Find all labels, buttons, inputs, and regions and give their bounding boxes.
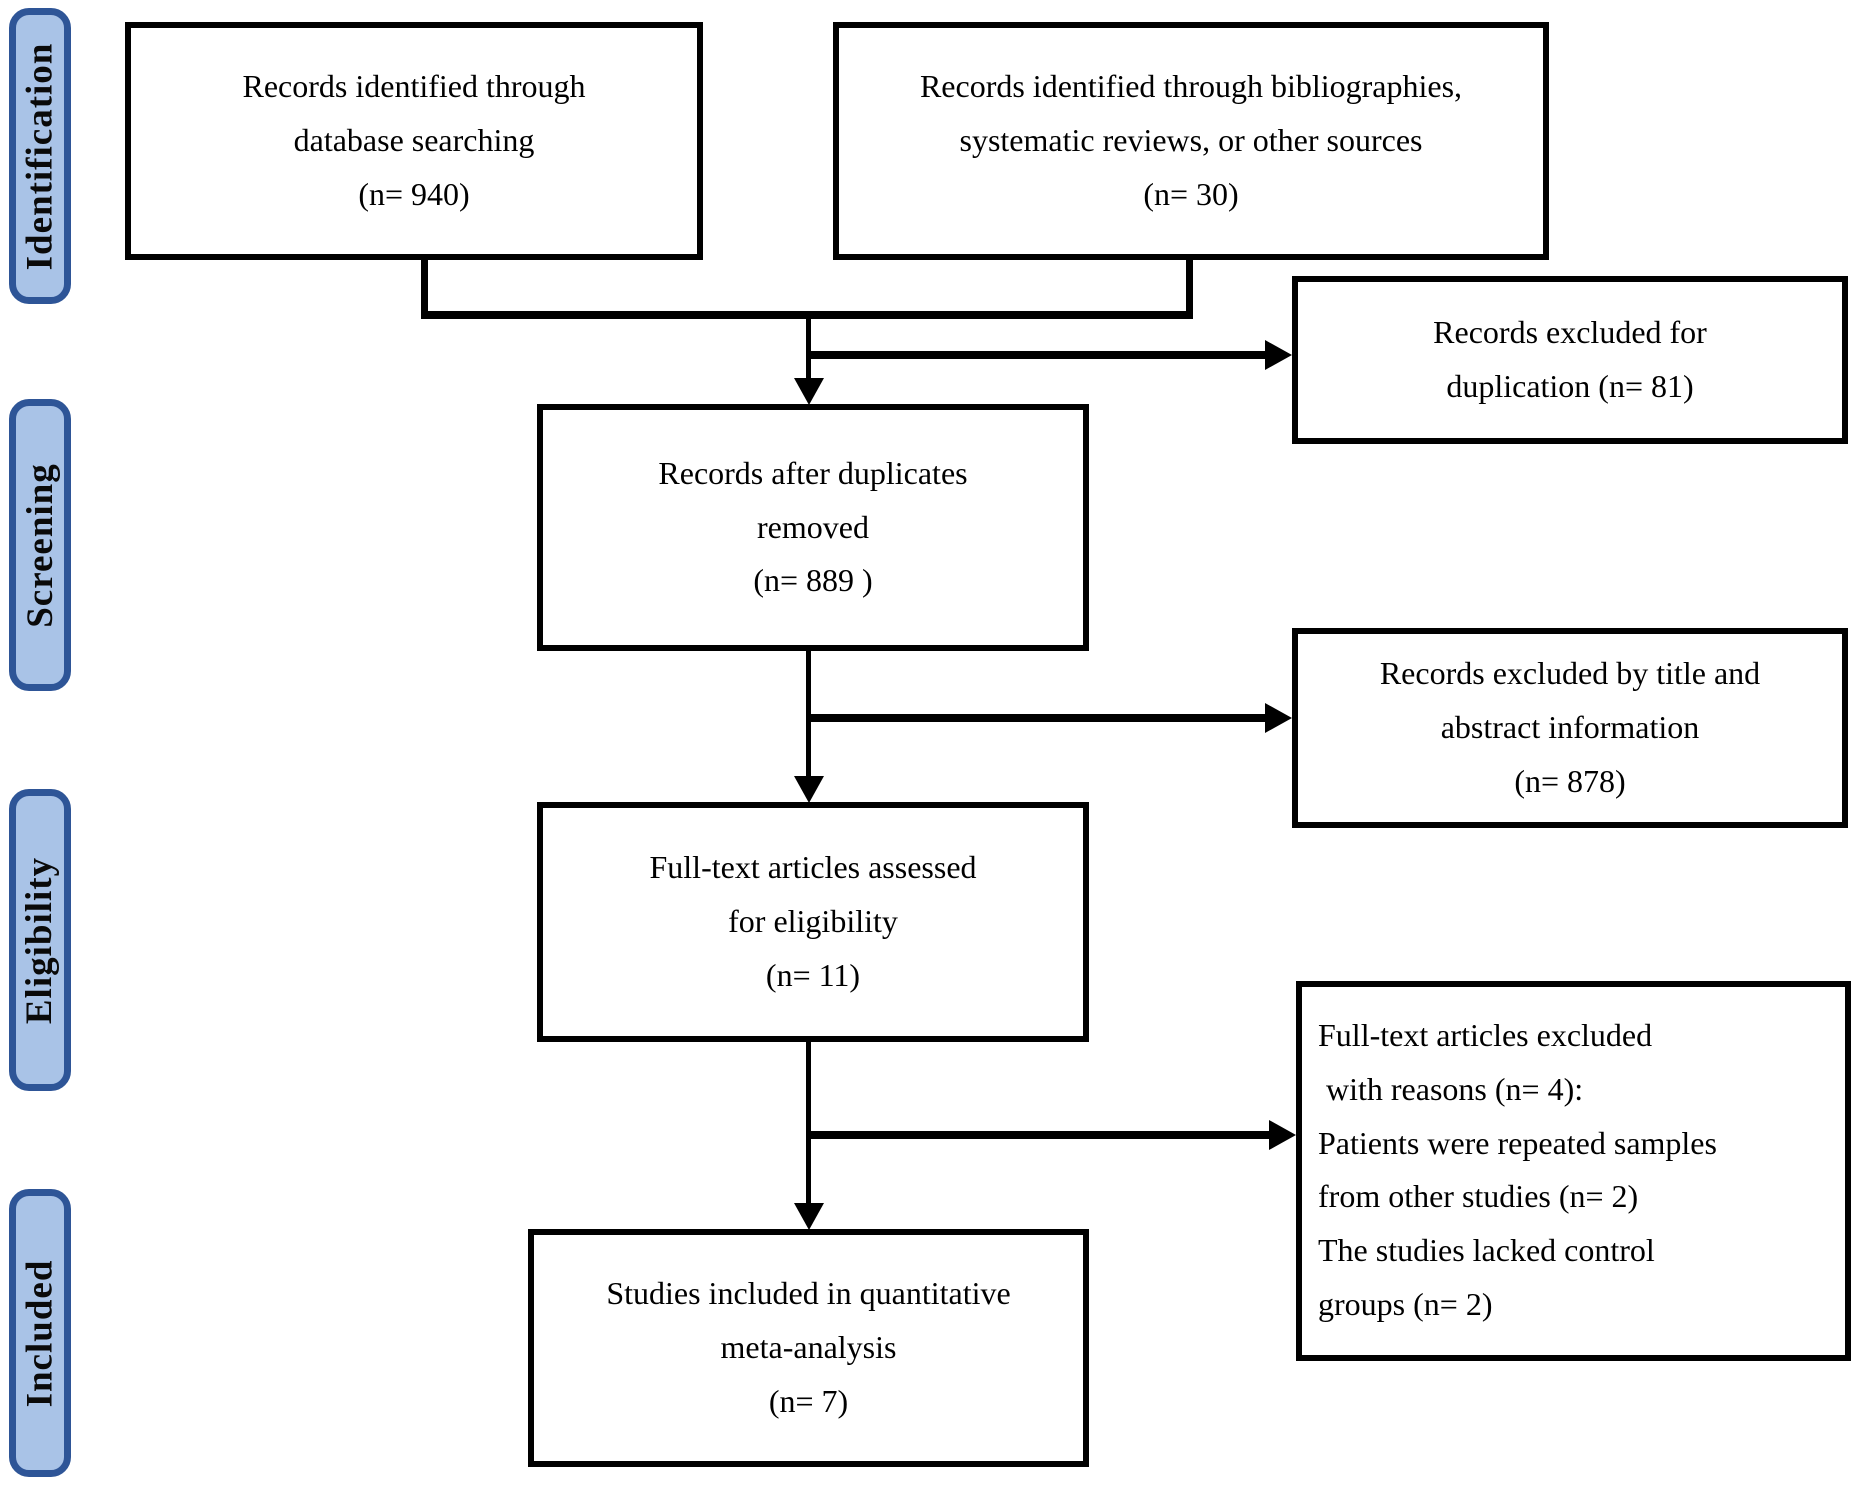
stage-pill-screening: Screening bbox=[9, 399, 71, 691]
connector-stub-database-search bbox=[421, 256, 428, 316]
connector-branch-fulltext-excluded bbox=[808, 1131, 1270, 1139]
box-fulltext-assessed: Full-text articles assessed for eligibil… bbox=[537, 802, 1089, 1042]
box-fulltext-excluded-reasons-text: Full-text articles excluded with reasons… bbox=[1318, 1017, 1717, 1322]
arrowhead-right-title-abstract-excluded bbox=[1265, 703, 1292, 733]
connector-merge-horizontal bbox=[421, 311, 1193, 319]
box-records-other-sources: Records identified through bibliographie… bbox=[833, 22, 1549, 260]
connector-stub-other-sources bbox=[1186, 256, 1193, 316]
arrowhead-down-studies-included bbox=[794, 1203, 824, 1230]
box-records-after-duplicates-text: Records after duplicates removed (n= 889… bbox=[658, 454, 968, 599]
arrowhead-down-after-duplicates bbox=[794, 378, 824, 405]
box-records-after-duplicates: Records after duplicates removed (n= 889… bbox=[537, 404, 1089, 651]
stage-label-screening: Screening bbox=[19, 462, 61, 628]
stage-pill-identification: Identification bbox=[9, 8, 71, 304]
stage-pill-eligibility: Eligibility bbox=[9, 789, 71, 1091]
stage-label-included: Included bbox=[19, 1259, 61, 1407]
stage-pill-included: Included bbox=[9, 1189, 71, 1477]
box-studies-included-meta-analysis: Studies included in quantitative meta-an… bbox=[528, 1229, 1089, 1467]
connector-branch-duplication-excluded bbox=[808, 351, 1266, 359]
connector-vertical-to-studies-included bbox=[806, 1040, 811, 1204]
stage-label-eligibility: Eligibility bbox=[19, 856, 61, 1024]
box-records-excluded-duplication: Records excluded for duplication (n= 81) bbox=[1292, 276, 1848, 444]
box-fulltext-excluded-reasons: Full-text articles excluded with reasons… bbox=[1296, 981, 1851, 1361]
box-studies-included-meta-analysis-text: Studies included in quantitative meta-an… bbox=[606, 1275, 1011, 1419]
arrowhead-right-duplication-excluded bbox=[1265, 340, 1292, 370]
connector-branch-title-abstract-excluded bbox=[808, 714, 1266, 722]
arrowhead-down-fulltext-assessed bbox=[794, 776, 824, 803]
box-records-database-searching-text: Records identified through database sear… bbox=[242, 68, 586, 212]
box-records-excluded-title-abstract: Records excluded by title and abstract i… bbox=[1292, 628, 1848, 828]
box-records-database-searching: Records identified through database sear… bbox=[125, 22, 703, 260]
box-records-other-sources-text: Records identified through bibliographie… bbox=[919, 68, 1463, 212]
box-fulltext-assessed-text: Full-text articles assessed for eligibil… bbox=[649, 849, 977, 993]
stage-label-identification: Identification bbox=[19, 42, 61, 270]
arrowhead-right-fulltext-excluded bbox=[1269, 1120, 1296, 1150]
box-records-excluded-title-abstract-text: Records excluded by title and abstract i… bbox=[1379, 655, 1761, 799]
connector-vertical-to-after-duplicates bbox=[806, 318, 811, 380]
box-records-excluded-duplication-text: Records excluded for duplication (n= 81) bbox=[1433, 314, 1707, 404]
